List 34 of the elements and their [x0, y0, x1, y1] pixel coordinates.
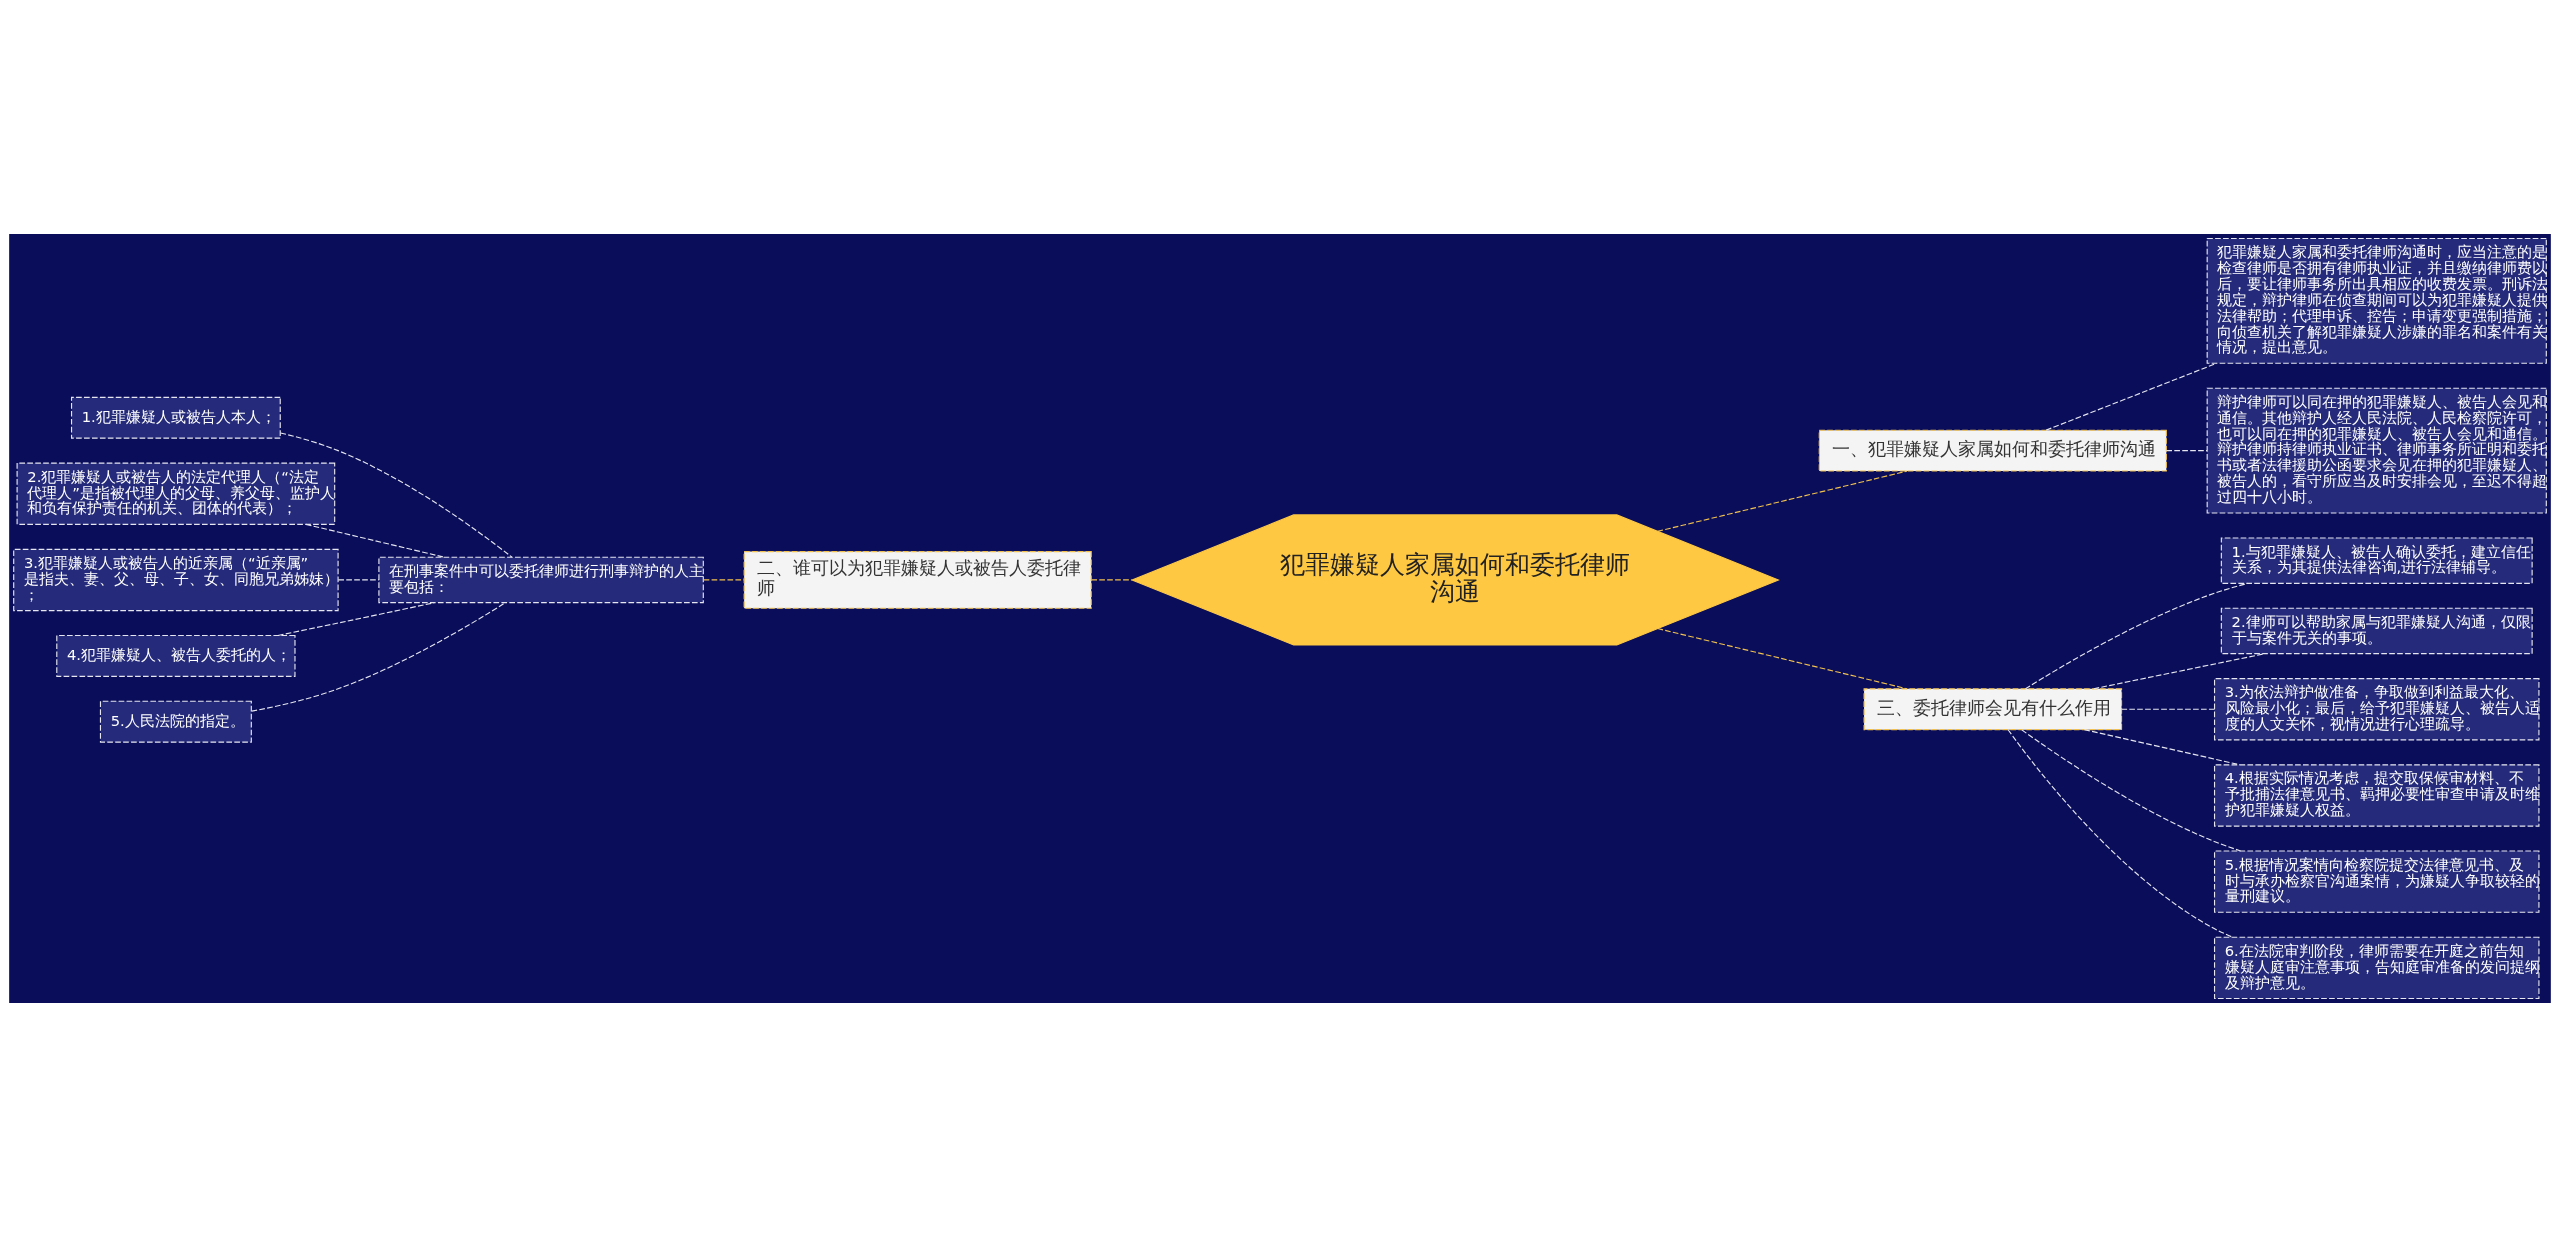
- connector: [1090, 579, 1133, 581]
- connector: [1657, 470, 1908, 532]
- node-box: 辩护律师可以同在押的犯罪嫌疑人、被告人会见和通信。其他辩护人经人民法院、人民检察院许可，也可以同在押的犯罪嫌疑人、被告人会见和通信。辩护律师持律师执业证书、律师事务所证明和委托书或者法律援助公函要求会见在押的犯罪嫌疑人、被告人的，看守所应当及时安排会见，至迟不得超过四十八小时。: [2206, 387, 2547, 514]
- node-box: 5.根据情况案情向检察院提交法律意见书、及时与承办检察官沟通案情，为嫌疑人争取较轻的量刑建议。: [2213, 850, 2540, 913]
- connector: [305, 523, 445, 558]
- node-box: 4.犯罪嫌疑人、被告人委托的人；: [56, 634, 296, 677]
- connector: [2093, 653, 2266, 690]
- connector: [277, 602, 435, 636]
- node-box: 在刑事案件中可以委托律师进行刑事辩护的人主要包括：: [378, 556, 704, 604]
- connector: [2165, 450, 2208, 452]
- node-box: 犯罪嫌疑人家属和委托律师沟通时，应当注意的是检查律师是否拥有律师执业证，并且缴纳律师费以后，要让律师事务所出具相应的收费发票。刑诉法规定，辩护律师在侦查期间可以为犯罪嫌疑人提供法律帮助；代理申诉、控告；申请变更强制措施；向侦查机关了解犯罪嫌疑人涉嫌的罪名和案件有关情况，提出意见。: [2206, 237, 2547, 364]
- node-box: 6.在法院审判阶段，律师需要在开庭之前告知嫌疑人庭审注意事项，告知庭审准备的发问提纲及辩护意见。: [2213, 936, 2540, 1000]
- node-box: 二、谁可以为犯罪嫌疑人或被告人委托律师: [743, 551, 1092, 609]
- connector: [1657, 627, 1908, 690]
- connector: [2083, 729, 2241, 766]
- connector: [2007, 729, 2233, 938]
- node-box: 三、委托律师会见有什么作用: [1863, 688, 2123, 731]
- connector: [2024, 582, 2249, 690]
- node-box: 4.根据实际情况考虑，提交取保候审材料、不予批捕法律意见书、羁押必要性审查申请及时维护犯罪嫌疑人权益。: [2213, 764, 2540, 827]
- connector: [2021, 729, 2242, 852]
- node-box: 5.人民法院的指定。: [99, 700, 252, 743]
- node-box: 3.为依法辩护做准备，争取做到利益最大化、风险最小化；最后，给予犯罪嫌疑人、被告人适度的人文关怀，视情况进行心理疏导。: [2213, 678, 2540, 741]
- node-box: 2.犯罪嫌疑人或被告人的法定代理人（“法定代理人”是指被代理人的父母、养父母、监护人和负有保护责任的机关、团体的代表）；: [16, 462, 336, 525]
- connector: [703, 579, 745, 581]
- node-box: 1.与犯罪嫌疑人、被告人确认委托，建立信任关系，为其提供法律咨询,进行法律辅导。: [2220, 537, 2533, 584]
- connector: [2121, 708, 2216, 710]
- connector: [337, 579, 380, 581]
- node-box: 2.律师可以帮助家属与犯罪嫌疑人沟通，仅限于与案件无关的事项。: [2220, 607, 2533, 655]
- node-box: 1.犯罪嫌疑人或被告人本人；: [70, 396, 281, 439]
- connector: [279, 432, 513, 558]
- node-box: 3.犯罪嫌疑人或被告人的近亲属（“近亲属”是指夫、妻、父、母、子、女、同胞兄弟姊妹）；: [13, 548, 339, 612]
- node-box: 一、犯罪嫌疑人家属如何和委托律师沟通: [1818, 429, 2167, 472]
- connector: [251, 602, 506, 712]
- connector: [2045, 362, 2217, 431]
